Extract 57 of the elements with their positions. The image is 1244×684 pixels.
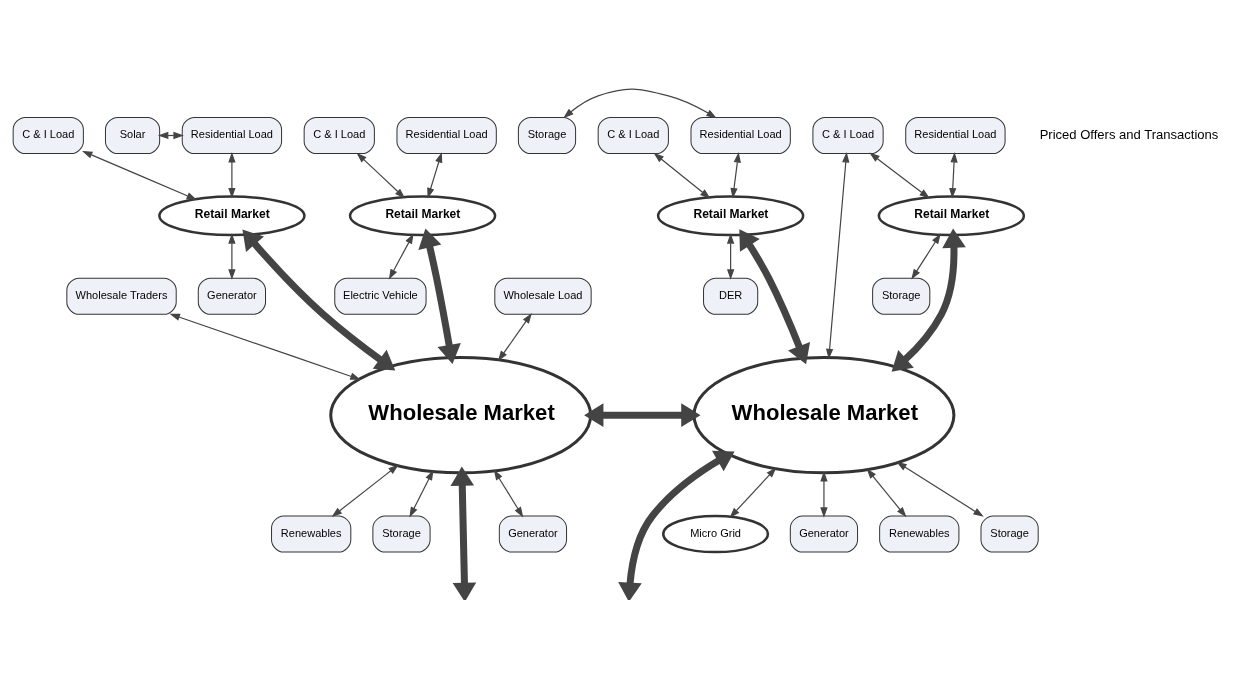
node-box: C & I Load [812, 116, 884, 154]
arrow [896, 461, 984, 517]
arrow [891, 228, 966, 372]
node-ellipse: Retail Market [348, 194, 497, 236]
arrow [729, 466, 777, 518]
node-box: Generator [197, 277, 266, 315]
arrow [427, 151, 443, 198]
node-box: Residential Load [905, 116, 1006, 154]
arrow [730, 151, 741, 198]
node-ellipse: Retail Market [656, 194, 805, 236]
arrow [911, 233, 941, 279]
arrow [356, 152, 406, 198]
node-box: Solar [104, 116, 161, 154]
node-box: Storage [872, 277, 931, 315]
node-box: Storage [517, 116, 577, 154]
node-box: C & I Load [303, 116, 375, 154]
arrow [450, 466, 477, 600]
node-box: C & I Load [597, 116, 669, 154]
arrow [388, 232, 414, 280]
node-box: DER [703, 277, 759, 315]
arrow [497, 312, 532, 361]
node-box: Residential Load [690, 116, 791, 154]
legend-label: Priced Offers and Transactions [1039, 126, 1219, 142]
node-box: Storage [980, 515, 1039, 553]
node-box: Residential Load [181, 116, 283, 154]
arrow [228, 232, 236, 280]
arrow [739, 228, 811, 364]
arrow [331, 464, 399, 517]
arrow [949, 151, 958, 198]
arrow [820, 470, 828, 518]
arrow [409, 469, 434, 517]
node-box: Generator [498, 515, 568, 553]
node-box: Electric Vehicle [334, 277, 427, 315]
node-ellipse: Micro Grid [662, 514, 770, 553]
arrow [825, 151, 850, 359]
arrow [584, 402, 701, 427]
arrow [82, 150, 198, 200]
arrow [418, 228, 461, 364]
arrow [618, 450, 735, 600]
node-box: Residential Load [396, 116, 497, 154]
arrow [563, 88, 717, 118]
node-box: Wholesale Load [494, 277, 592, 315]
arrow [726, 232, 735, 280]
node-box: Generator [789, 515, 859, 553]
node-box: Wholesale Traders [66, 277, 177, 315]
arrow [493, 469, 524, 517]
arrow [869, 152, 930, 199]
arrow [169, 313, 361, 380]
node-box: C & I Load [12, 116, 84, 154]
node-box: Renewables [271, 515, 352, 553]
node-box: Renewables [879, 515, 960, 553]
arrow [228, 151, 236, 198]
arrow [653, 152, 711, 199]
arrow [242, 229, 396, 370]
arrow [866, 467, 907, 517]
node-box: Storage [372, 515, 431, 553]
node-ellipse: Retail Market [877, 194, 1026, 236]
